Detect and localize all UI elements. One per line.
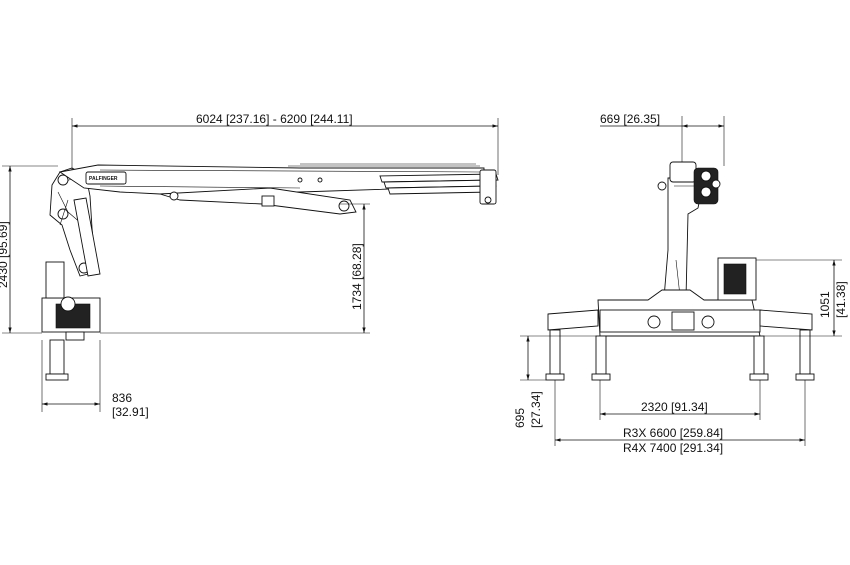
base-plate [65,331,85,341]
side-view: PALFINGER [41,163,499,381]
leg-inner-left [595,335,607,375]
base-spread-dimension: 2320 [91.34] [641,400,708,414]
boom-head [669,161,697,183]
side-leg [49,339,65,375]
lift-cylinder [73,197,101,277]
side-slew [45,261,65,299]
brand-plate [85,171,127,185]
control-height-inch: [41.38] [834,281,848,318]
leg-far-right [799,329,811,375]
front-view [545,161,815,381]
side-foot [45,373,69,381]
total-height-dimension: 2430 [95.69] [0,221,10,288]
front-dimensions: 669 [26.35] 1051 [41.38] 695 [27.34] 232… [513,112,848,455]
control-grille [723,263,747,295]
control-height-dimension: 1051 [818,291,832,318]
outrigger-left [547,309,599,331]
outrigger-right [759,309,813,331]
outrigger-height-inch: [27.34] [529,391,543,428]
boom-extensions [288,163,499,205]
reach-dimension: 6024 [237.16] - 6200 [244.11] [196,112,353,126]
boom-height-dimension: 1734 [68.28] [350,243,364,310]
spread-r4x-dimension: R4X 7400 [291.34] [623,441,723,455]
leg-far-left [549,329,561,375]
second-boom [159,187,357,215]
rotator-motors [693,167,721,205]
leg-inner-right [753,335,765,375]
top-width-dimension: 669 [26.35] [600,112,660,126]
rear-offset-dimension: 836 [112,391,132,405]
side-dimensions: 6024 [237.16] - 6200 [244.11] 2430 [95.6… [0,112,499,419]
outrigger-height-dimension: 695 [513,408,527,428]
spread-r3x-dimension: R3X 6600 [259.84] [623,426,723,440]
brand-label: PALFINGER [89,176,118,182]
rear-offset-inch: [32.91] [112,405,149,419]
